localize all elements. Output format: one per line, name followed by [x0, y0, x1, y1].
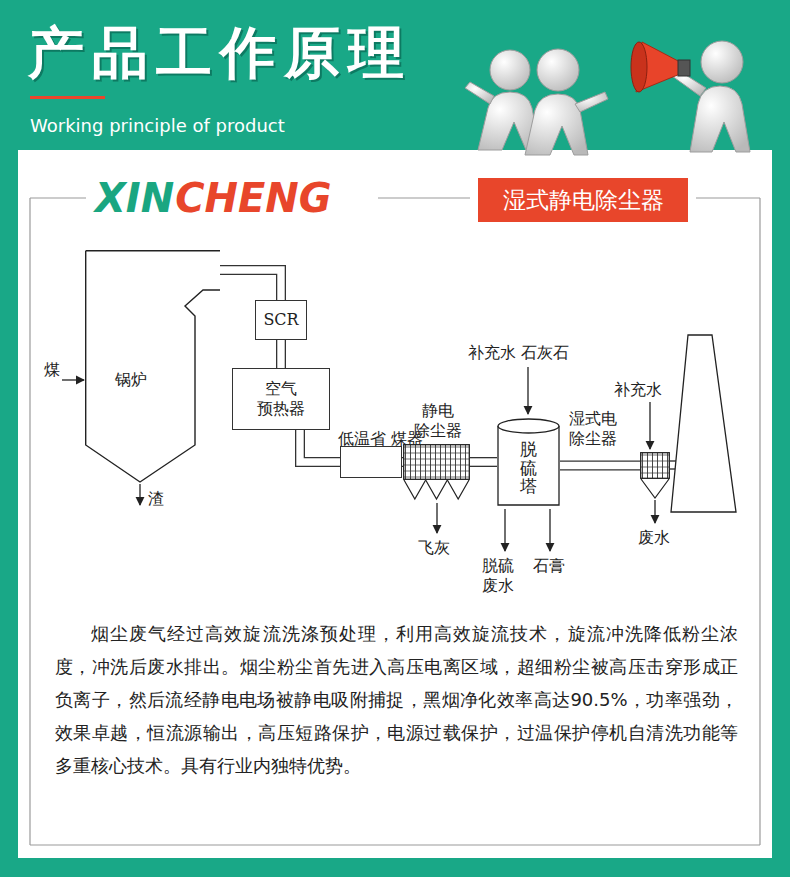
flue-duct: [300, 430, 340, 462]
output-label: 脱硫 废水: [482, 556, 522, 596]
unit-heading: 静电 除尘器: [411, 401, 465, 441]
box-node: 低温省 煤器: [340, 446, 402, 478]
unit-heading: 湿式电 除尘器: [566, 409, 620, 449]
title-banner: 湿式静电除尘器: [478, 178, 688, 222]
unit-label: 脱硫塔: [520, 440, 537, 496]
flue-duct: [220, 270, 281, 300]
description-paragraph: 烟尘废气经过高效旋流洗涤预处理，利用高效旋流技术，旋流冲洗降低粉尘浓度，冲洗后废…: [55, 617, 738, 782]
unit-heading: 低温省 煤器: [338, 429, 392, 449]
subtitle: Working principle of product: [30, 115, 285, 136]
duct-inner: [220, 270, 281, 300]
unit-label: SCR: [263, 310, 298, 330]
flow-sheet-art: [62, 335, 736, 551]
duct-inner: [402, 458, 403, 465]
precipitator-drawing: [640, 452, 670, 501]
duct-wall: [300, 430, 340, 462]
input-label: 煤: [44, 360, 60, 380]
duct-wall: [276, 340, 286, 368]
box-node: SCR: [255, 300, 307, 340]
duct-wall: [560, 461, 640, 471]
cartoon-figures: [465, 41, 750, 155]
panel-border: [30, 198, 760, 845]
flue-duct: [402, 462, 403, 463]
duct-inner: [560, 462, 640, 469]
boiler-outline: [85, 250, 220, 490]
output-label: 石膏: [533, 556, 565, 576]
output-label: 渣: [148, 489, 164, 509]
tower-node: 脱硫塔: [497, 418, 560, 506]
input-label: 补充水 石灰石: [468, 343, 569, 363]
input-label: 补充水: [614, 380, 662, 400]
flue-duct: [560, 465, 640, 466]
output-label: 废水: [638, 528, 670, 548]
logo-part: CHENG: [175, 176, 331, 220]
duct-inner: [277, 340, 284, 368]
esp-node: 静电 除尘器: [403, 444, 470, 480]
flue-duct: [470, 462, 497, 463]
output-label: 飞灰: [418, 538, 450, 558]
banner-text: 湿式静电除尘器: [503, 185, 664, 216]
duct-inner: [470, 458, 497, 465]
duct-wall: [402, 457, 403, 467]
unit-label: 空气 预热器: [256, 379, 306, 419]
duct-wall: [220, 270, 281, 300]
duct-inner: [300, 430, 340, 462]
wesp-node: 湿式电 除尘器: [640, 452, 670, 479]
title-underline: [30, 96, 105, 99]
white-card: [18, 150, 772, 858]
boiler-node: 锅炉: [85, 250, 220, 490]
flue-duct: [281, 340, 282, 368]
duct-wall: [470, 457, 497, 467]
unit-label: 锅炉: [115, 370, 147, 390]
box-node: 空气 预热器: [232, 368, 330, 430]
precipitator-drawing: [403, 444, 470, 502]
logo-part: XIN: [95, 176, 174, 220]
page-title: 产品工作原理: [28, 22, 412, 84]
